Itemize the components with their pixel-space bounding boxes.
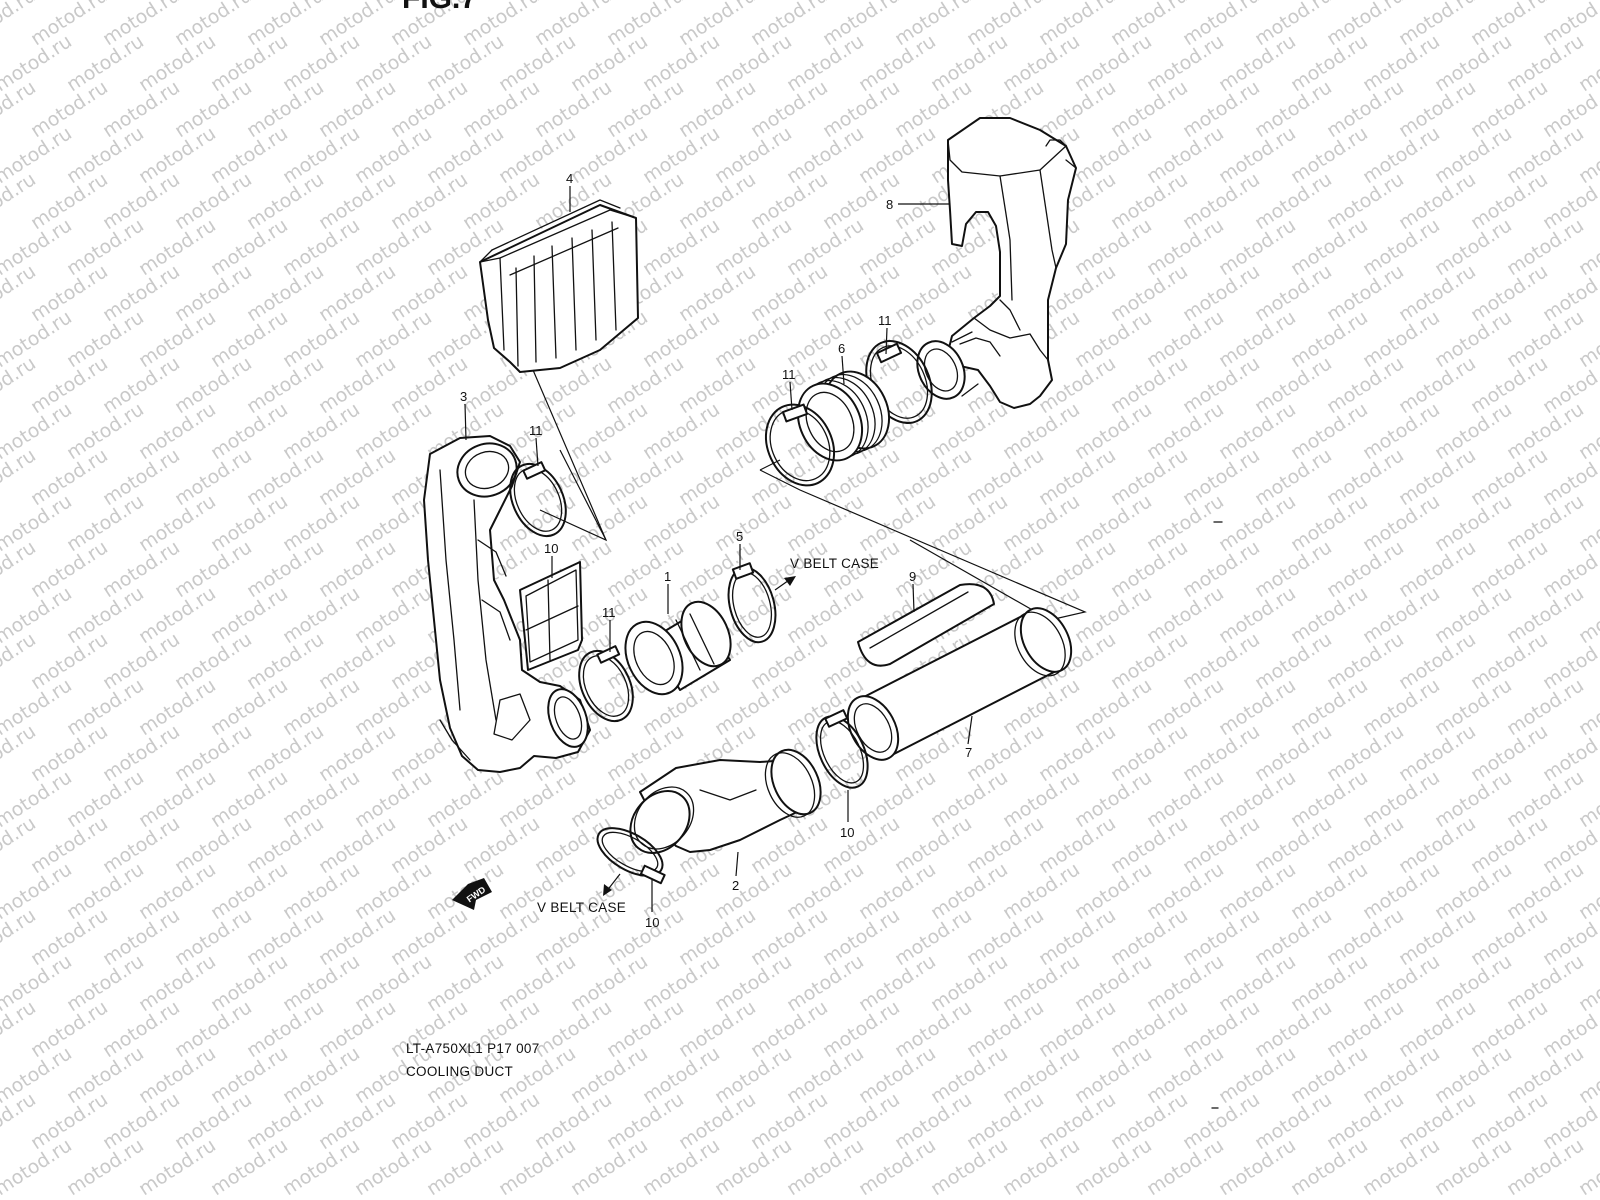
footer-title: COOLING DUCT [406, 1064, 514, 1079]
part-3-left-duct [423, 435, 591, 773]
part-number-1: 1 [664, 569, 671, 584]
part-10-filter-screen [519, 561, 583, 671]
watermark-text: motod.ru [1575, 0, 1600, 4]
assembly-bracket-upper [759, 469, 1087, 621]
part-number-11-upper-right: 11 [878, 313, 892, 328]
label-v-belt-case-upper: V BELT CASE [790, 556, 879, 571]
footer-model-code: LT-A750XL1 P17 007 [406, 1041, 540, 1056]
part-number-10-filter: 10 [544, 541, 558, 556]
part-number-3: 3 [460, 389, 467, 404]
part-4-air-box [479, 199, 639, 373]
part-number-2: 2 [732, 878, 739, 893]
part-10-clamp-middle [815, 709, 869, 789]
part-2-elbow-duct [629, 748, 822, 854]
part-8-upper-duct [916, 117, 1077, 409]
part-9-half-sleeve [857, 583, 995, 667]
part-number-4: 4 [566, 171, 573, 186]
part-11-clamp-lower-left [578, 645, 634, 723]
part-number-5: 5 [736, 529, 743, 544]
part-number-6: 6 [838, 341, 845, 356]
header-fragment: FIG.7 [402, 0, 477, 15]
part-11-clamp-air-box [509, 461, 567, 538]
part-number-labels: 4 8 3 11 11 6 11 10 5 1 11 9 7 10 2 10 [460, 171, 972, 930]
part-5-clamp [727, 562, 777, 644]
arrow-v-belt-case-lower [603, 873, 621, 896]
part-1-sleeve [624, 600, 732, 696]
part-number-10-lower: 10 [645, 915, 659, 930]
part-number-10-middle: 10 [840, 825, 854, 840]
part-number-9: 9 [909, 569, 916, 584]
part-10-clamp-lower [596, 827, 666, 885]
part-11-clamp-upper-middle [764, 403, 836, 487]
label-v-belt-case-lower: V BELT CASE [537, 900, 626, 915]
leader-lines [464, 186, 973, 912]
part-number-11-upper-middle: 11 [782, 367, 796, 382]
part-6-coupler [796, 370, 891, 462]
part-number-11-air-box: 11 [529, 423, 543, 438]
part-7-long-tube [846, 607, 1073, 761]
part-number-8: 8 [886, 197, 893, 212]
arrow-v-belt-case-upper [774, 576, 796, 591]
part-number-7: 7 [965, 745, 972, 760]
part-number-11-lower-left: 11 [602, 605, 616, 620]
